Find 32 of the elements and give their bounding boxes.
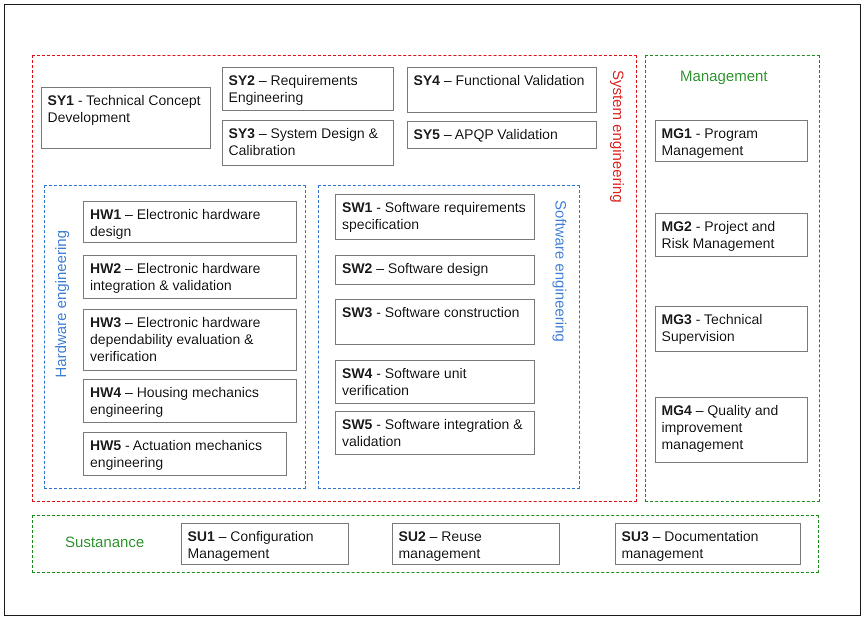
group-title: Sustanance — [65, 534, 144, 551]
process-box: SW5 - Software integration & validation — [335, 411, 535, 455]
process-box: HW4 – Housing mechanics engineering — [83, 379, 297, 423]
group-title: System engineering — [609, 70, 626, 203]
process-box: SY2 – Requirements Engineering — [222, 66, 394, 110]
process-box: MG3 - Technical Supervision — [654, 306, 808, 352]
process-box: SY1 - Technical Concept Development — [40, 86, 210, 148]
group-title: Software engineering — [552, 200, 568, 342]
process-box: SU2 – Reuse management — [392, 522, 560, 564]
process-box: SU3 – Documentation management — [614, 522, 800, 564]
process-box: HW3 – Electronic hardware dependability evaluation & verification — [83, 309, 297, 371]
process-box: SY5 – APQP Validation — [406, 120, 596, 148]
group-panel — [645, 55, 820, 502]
process-box: SY4 – Functional Validation — [406, 66, 596, 112]
group-panel — [318, 184, 580, 488]
process-box: MG4 – Quality and improvement management — [654, 396, 808, 462]
group-title: Hardware engineering — [52, 230, 70, 378]
group-title: Management — [680, 68, 768, 85]
process-box: SW4 - Software unit verification — [335, 360, 535, 404]
process-box: HW5 - Actuation mechanics engineering — [83, 432, 287, 476]
process-box: SU1 – Configuration Management — [180, 522, 348, 564]
process-box: HW2 – Electronic hardware integration & validation — [83, 255, 297, 299]
process-box: MG2 - Project and Risk Management — [654, 212, 808, 256]
group-panel — [32, 55, 637, 502]
process-box: SW2 – Software design — [335, 255, 535, 285]
process-box: HW1 – Electronic hardware design — [83, 201, 297, 243]
process-box: MG1 - Program Management — [654, 120, 808, 162]
process-box: SY3 – System Design & Calibration — [222, 120, 394, 166]
group-panel — [44, 184, 306, 488]
process-box: SW1 - Software requirements specification — [335, 194, 535, 240]
group-panel — [32, 515, 819, 573]
process-box: SW3 - Software construction — [335, 299, 535, 345]
